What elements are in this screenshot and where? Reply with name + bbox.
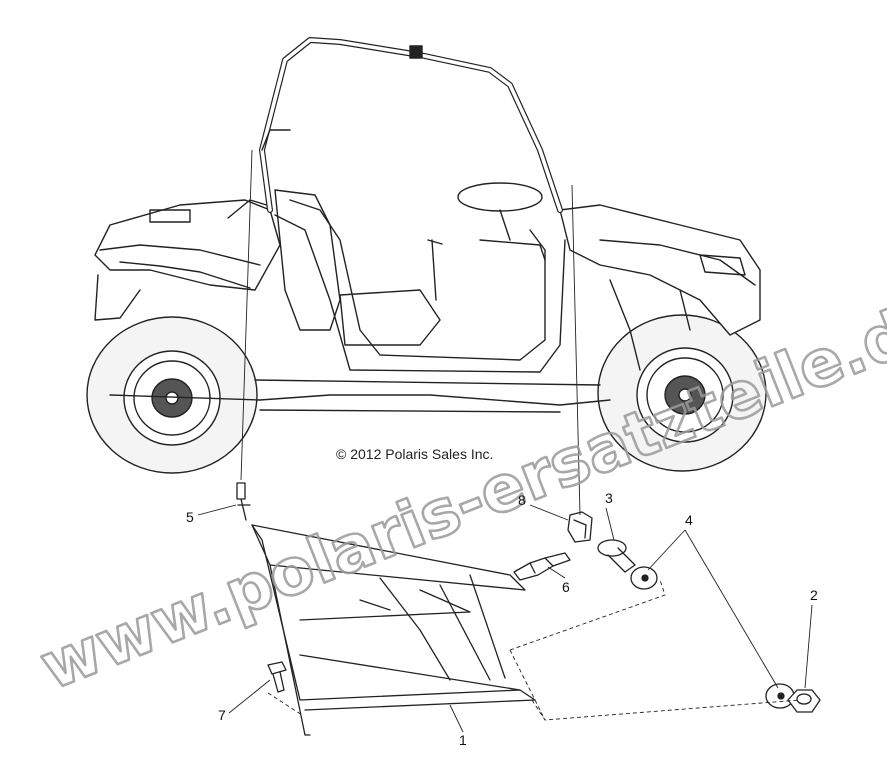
callout-8: 8	[518, 492, 526, 508]
callout-5: 5	[186, 509, 194, 525]
exploded-parts	[236, 482, 821, 736]
door-net-frame	[251, 524, 536, 736]
push-rivet	[597, 539, 636, 573]
callout-2: 2	[810, 587, 818, 603]
callout-labels: 1 2 3 4 5 6 7 8	[186, 490, 818, 748]
upper-strap	[236, 482, 251, 521]
callout-4: 4	[685, 512, 693, 528]
callout-7: 7	[218, 707, 226, 723]
washer-upper	[630, 566, 658, 590]
callout-1: 1	[459, 732, 467, 748]
callout-6: 6	[562, 579, 570, 595]
clip	[567, 511, 593, 543]
buckle	[513, 552, 571, 581]
bolt	[267, 661, 287, 693]
nut	[787, 689, 821, 713]
vehicle-illustration	[86, 37, 767, 474]
copyright-text: © 2012 Polaris Sales Inc.	[336, 446, 493, 462]
washer-lower	[765, 683, 795, 709]
front-wheel	[597, 314, 767, 472]
leader-lines	[197, 149, 813, 733]
callout-3: 3	[605, 490, 613, 506]
alignment-lines	[267, 579, 801, 721]
